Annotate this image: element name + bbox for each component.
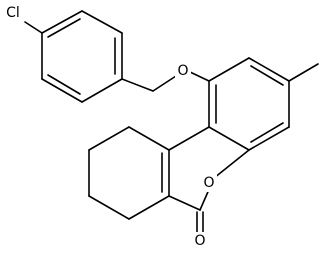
carbonyl-double-bond [196,211,204,233]
svg-text:O: O [177,63,188,79]
benzyl-linker [121,75,177,92]
lactone-ring [161,126,250,211]
svg-text:O: O [203,175,214,191]
carbonyl-oxygen-atom: O [192,232,208,250]
svg-text:Cl: Cl [6,5,20,21]
chlorophenyl-ring [41,10,123,103]
svg-text:O: O [194,233,205,249]
methyl-bond [288,63,319,82]
aromatic-ring [208,57,290,151]
c-cl-bond [24,21,43,34]
cyclohexene-ring [88,126,170,220]
chlorine-atom: Cl [2,4,24,22]
ether-oxygen-atom: O [175,62,191,80]
ether-aryl-bond [189,71,210,82]
ring-oxygen-atom: O [201,174,217,192]
